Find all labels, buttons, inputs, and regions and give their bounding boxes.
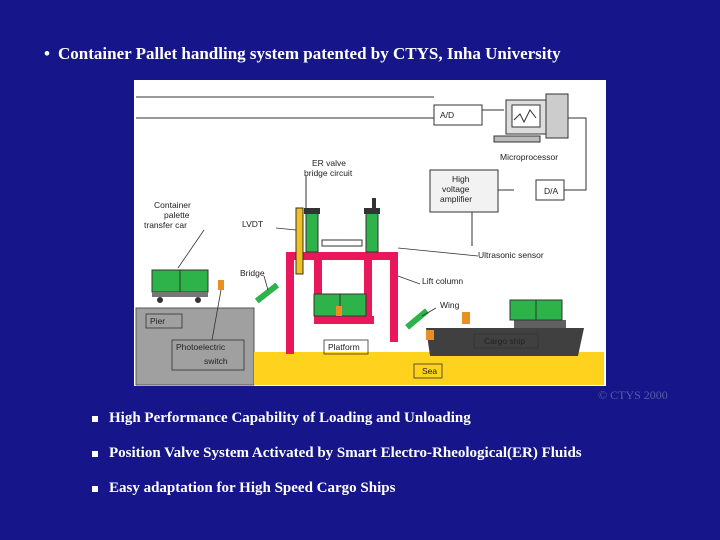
cargo-ship-label: Cargo ship (484, 336, 525, 346)
container-label-3: transfer car (144, 220, 187, 230)
title-text: Container Pallet handling system patente… (58, 44, 561, 63)
photoelectric-sensor (218, 280, 224, 290)
sea-label: Sea (422, 366, 437, 376)
voltage-label: voltage (442, 184, 470, 194)
bullet-item: Easy adaptation for High Speed Cargo Shi… (92, 480, 582, 515)
pier-label: Pier (150, 316, 165, 326)
lift-column-label: Lift column (422, 276, 463, 286)
lvdt-rod (295, 207, 304, 275)
high-label: High (452, 174, 470, 184)
platform-sensor (336, 306, 342, 316)
slide-title: • Container Pallet handling system paten… (44, 44, 561, 64)
bullet-square-icon (92, 416, 98, 422)
container-transfer-car (151, 269, 209, 303)
bullet-list: High Performance Capability of Loading a… (92, 410, 582, 515)
lvdt-label: LVDT (242, 219, 263, 229)
da-label: D/A (544, 186, 559, 196)
bullet-dot: • (44, 44, 50, 63)
bullet-text: Easy adaptation for High Speed Cargo Shi… (109, 480, 396, 496)
high-voltage-amplifier (429, 169, 499, 213)
ship-container (509, 299, 563, 321)
lift-column-frame (286, 252, 398, 354)
bullet-item: High Performance Capability of Loading a… (92, 410, 582, 445)
microprocessor-icon (493, 93, 569, 143)
er-valve-bridge (304, 198, 380, 253)
photoelectric-label-2: switch (204, 356, 228, 366)
platform-label: Platform (328, 342, 360, 352)
da-converter (535, 179, 565, 201)
cargo-ship-hull (426, 328, 584, 356)
ad-label: A/D (440, 110, 454, 120)
er-valve-label: ER valve (312, 158, 346, 168)
container-label-2: palette (164, 210, 190, 220)
amplifier-label: amplifier (440, 194, 472, 204)
bullet-text: High Performance Capability of Loading a… (109, 410, 471, 426)
sea (254, 352, 604, 385)
ultrasonic-label: Ultrasonic sensor (478, 250, 544, 260)
pier (135, 307, 255, 386)
bullet-square-icon (92, 451, 98, 457)
ultrasonic-sensor (462, 312, 470, 324)
microprocessor-label: Microprocessor (500, 152, 558, 162)
ad-converter (433, 104, 483, 126)
wing-label: Wing (440, 300, 460, 310)
bridge-circuit-label: bridge circuit (304, 168, 353, 178)
bullet-item: Position Valve System Activated by Smart… (92, 445, 582, 480)
wing (405, 308, 429, 330)
copyright-text: © CTYS 2000 (598, 388, 668, 402)
pallet-system-diagram: A/D Microprocessor ER valve bridge circu… (134, 80, 606, 386)
sea-floor-left (254, 352, 260, 385)
ship-deck (514, 320, 566, 328)
bullet-text: Position Valve System Activated by Smart… (109, 445, 582, 461)
container-label-1: Container (154, 200, 191, 210)
photoelectric-label-1: Photoelectric (176, 342, 226, 352)
bullet-square-icon (92, 486, 98, 492)
pier-bridge (254, 282, 280, 304)
ship-sensor (426, 330, 434, 340)
bridge-label: Bridge (240, 268, 265, 278)
